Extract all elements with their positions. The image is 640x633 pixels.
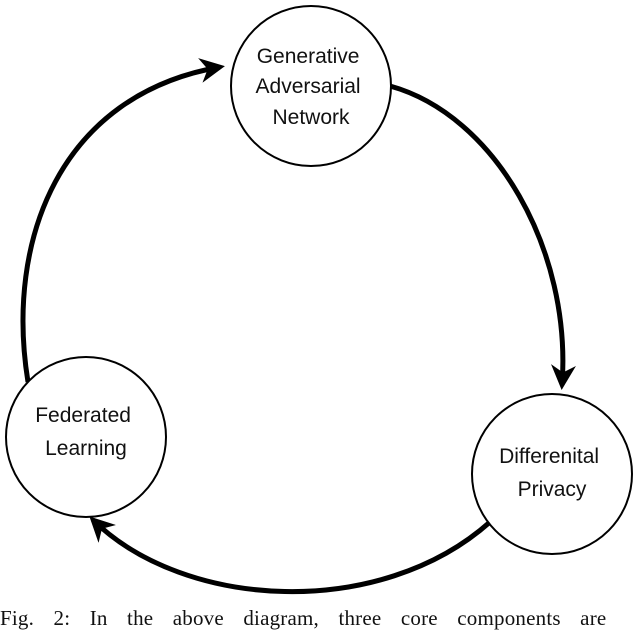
node-fl-line-2: Learning: [45, 437, 127, 460]
figure-caption: Fig. 2: In the above diagram, three core…: [0, 606, 607, 630]
svg-text:Federated Learning: Federated Learning: [35, 404, 137, 460]
svg-text:Differenital Privacy: Differenital Privacy: [499, 445, 605, 501]
node-gan: Generative Adversarial Network: [230, 5, 392, 167]
edge-dp-to-fl: [89, 516, 492, 594]
node-dp-line-2: Privacy: [518, 478, 587, 501]
node-dp-line-1: Differenital: [499, 445, 599, 468]
node-fl-circle: [5, 356, 167, 518]
edge-fl-to-gan: [20, 58, 225, 383]
node-gan-line-1: Generative: [257, 45, 360, 68]
node-gan-circle: [230, 5, 392, 167]
svg-text:Generative Adversarial: Generative Adversarial Network: [256, 45, 367, 129]
node-gan-line-3: Network: [272, 106, 350, 129]
edge-gan-to-dp: [389, 83, 576, 390]
node-dp: Differenital Privacy: [471, 393, 633, 555]
node-gan-line-2: Adversarial: [256, 75, 361, 98]
node-fl-line-1: Federated: [35, 404, 131, 427]
node-dp-circle: [471, 393, 633, 555]
node-fl: Federated Learning: [5, 356, 167, 518]
